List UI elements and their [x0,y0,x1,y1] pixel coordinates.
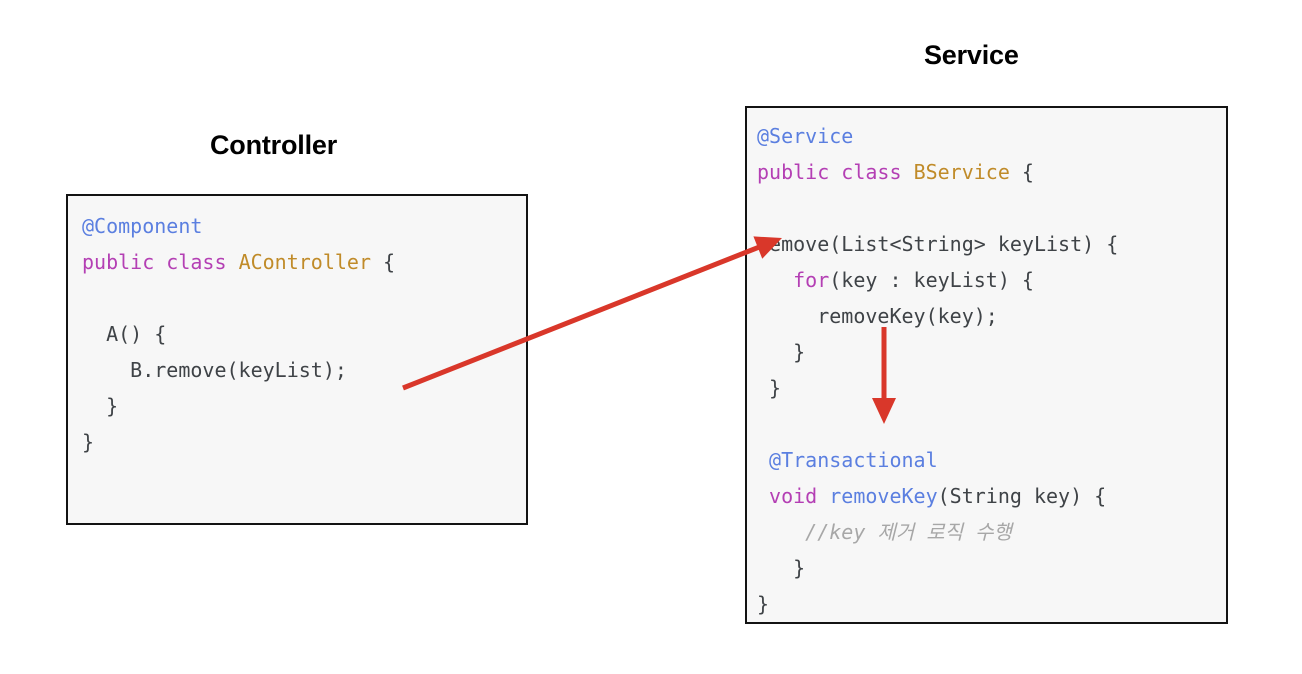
code-token-function-name: removeKey [829,484,938,508]
code-line: } [82,424,526,460]
code-token-annotation: @Service [757,124,854,148]
service-code-block: @Service public class BService { remove(L… [747,108,1226,622]
code-line: @Component [82,208,526,244]
code-line: @Service [757,118,1226,154]
code-token-keyword: public [757,160,830,184]
code-token-keyword: public [82,250,155,274]
code-line: } [757,334,1226,370]
controller-section-title: Controller [210,130,338,160]
code-line: public class BService { [757,154,1226,190]
code-line: } [757,586,1226,622]
code-token-plain [757,484,769,508]
code-token-plain: } [757,592,770,616]
code-token-keyword: class [841,160,902,184]
code-token-type-name: AController [238,250,372,274]
code-token-plain: } [757,376,782,400]
code-token-plain: remove(List<String> keyList) { [757,232,1119,256]
code-token-comment: //key 제거 로직 수행 [805,520,1012,544]
service-section-title: Service [924,40,1019,70]
code-token-plain: { [371,250,396,274]
code-line: void removeKey(String key) { [757,478,1226,514]
code-token-plain: A() { [82,322,167,346]
code-line [757,190,1226,226]
code-token-plain [757,448,769,472]
code-line: remove(List<String> keyList) { [757,226,1226,262]
code-token-keyword: for [793,268,830,292]
code-token-plain [829,160,841,184]
code-token-plain: { [1009,160,1034,184]
controller-code-box: @Component public class AController { A()… [66,194,528,525]
code-token-plain [757,268,793,292]
code-line: //key 제거 로직 수행 [757,514,1226,550]
code-token-plain [817,484,829,508]
code-token-plain: } [757,340,806,364]
code-token-plain: removeKey(key); [757,304,998,328]
code-line: } [757,370,1226,406]
code-token-type-name: BService [913,160,1010,184]
code-line: public class AController { [82,244,526,280]
code-line: } [757,550,1226,586]
code-token-plain: } [82,430,95,454]
code-line: removeKey(key); [757,298,1226,334]
code-token-keyword: void [769,484,818,508]
code-token-plain: (String key) { [937,484,1107,508]
code-token-plain: } [82,394,119,418]
code-token-plain [902,160,914,184]
service-code-box: @Service public class BService { remove(L… [745,106,1228,624]
code-line: B.remove(keyList); [82,352,526,388]
code-token-plain [227,250,239,274]
code-line: @Transactional [757,442,1226,478]
code-token-plain: } [757,556,806,580]
code-token-annotation: @Component [82,214,203,238]
code-token-keyword: class [166,250,227,274]
code-token-plain [154,250,166,274]
code-token-plain: B.remove(keyList); [82,358,347,382]
code-token-plain [757,520,805,544]
code-line [757,406,1226,442]
controller-code-block: @Component public class AController { A()… [68,196,526,460]
code-token-annotation: @Transactional [769,448,938,472]
code-line [82,280,526,316]
code-line: A() { [82,316,526,352]
code-line: } [82,388,526,424]
code-line: for(key : keyList) { [757,262,1226,298]
code-token-plain: (key : keyList) { [829,268,1034,292]
